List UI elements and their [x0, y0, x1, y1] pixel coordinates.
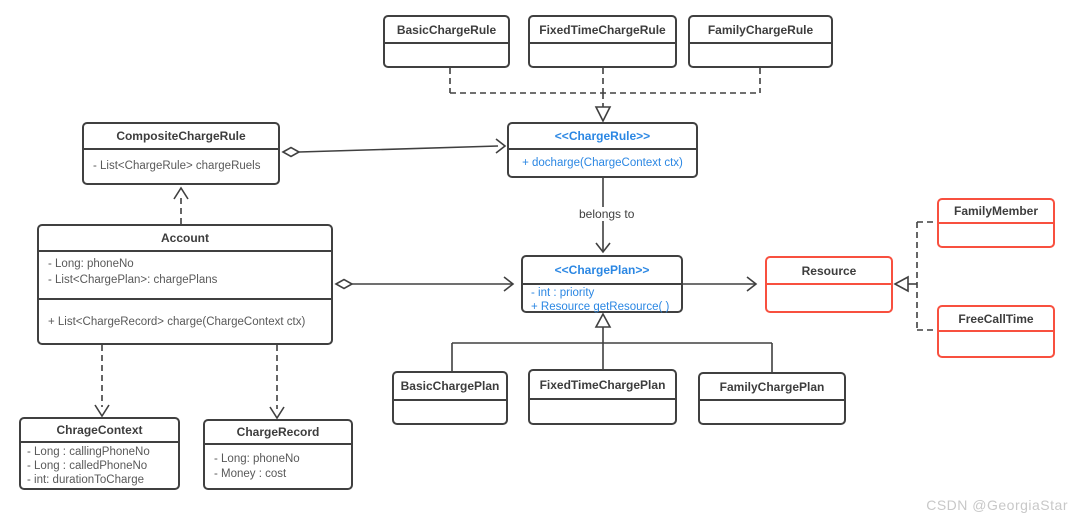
class-family-charge-plan: FamilyChargePlan — [698, 372, 846, 425]
class-title: FamilyMember — [939, 200, 1053, 224]
class-body: + docharge(ChargeContext ctx) — [509, 150, 696, 176]
aggregation-account-to-chargeplan — [334, 276, 515, 292]
class-basic-charge-rule: BasicChargeRule — [383, 15, 510, 68]
class-title: FreeCallTime — [939, 307, 1053, 332]
class-title: <<ChargeRule>> — [509, 124, 696, 150]
class-body-empty — [700, 401, 844, 423]
open-arrowhead-icon — [269, 406, 285, 420]
class-title: <<ChargePlan>> — [523, 257, 681, 285]
attribute-line: - Money : cost — [214, 467, 287, 480]
class-basic-charge-plan: BasicChargePlan — [392, 371, 508, 425]
dependency-account-to-chargerecord — [269, 345, 285, 420]
hollow-triangle-icon — [893, 275, 909, 293]
open-diamond-icon — [334, 278, 354, 290]
class-body-empty — [767, 285, 891, 311]
open-arrowhead-icon — [595, 242, 611, 254]
open-arrowhead-icon — [495, 138, 507, 154]
association-chargeplan-to-resource — [683, 276, 758, 292]
class-body-empty — [690, 44, 831, 66]
class-title: ChargeRecord — [205, 421, 351, 445]
attribute-line: - Long: phoneNo — [48, 258, 134, 270]
class-title: Account — [39, 226, 331, 252]
class-title: CompositeChargeRule — [84, 124, 278, 150]
aggregation-composite-to-chargerule — [281, 138, 507, 158]
method-line: + Resource getResource( ) — [531, 301, 670, 313]
class-fixed-time-charge-rule: FixedTimeChargeRule — [528, 15, 677, 68]
class-title: Resource — [767, 258, 891, 285]
class-family-charge-rule: FamilyChargeRule — [688, 15, 833, 68]
generalization-plans-to-chargeplan — [451, 312, 773, 372]
open-arrowhead-icon — [746, 276, 758, 292]
attribute-line: - int: durationToCharge — [27, 474, 144, 486]
hollow-triangle-icon — [594, 312, 612, 328]
attribute-line: - int : priority — [531, 287, 595, 299]
class-title: FamilyChargeRule — [690, 17, 831, 44]
open-arrowhead-icon — [94, 404, 110, 418]
method-line: + docharge(ChargeContext ctx) — [522, 157, 683, 169]
class-body-empty — [530, 44, 675, 66]
class-body: - Long : callingPhoneNo - Long : calledP… — [21, 443, 178, 489]
class-family-member: FamilyMember — [937, 198, 1055, 248]
class-title: BasicChargePlan — [394, 373, 506, 401]
open-arrowhead-icon — [173, 186, 189, 200]
class-title: BasicChargeRule — [385, 17, 508, 44]
open-arrowhead-icon — [503, 276, 515, 292]
attribute-line: - List<ChargeRule> chargeRuels — [93, 160, 261, 172]
class-body-empty — [385, 44, 508, 66]
realization-members-to-resource — [893, 221, 937, 331]
class-body: - Long: phoneNo - Money : cost — [205, 445, 351, 488]
dependency-account-to-composite — [173, 186, 189, 224]
class-resource: Resource — [765, 256, 893, 313]
open-diamond-icon — [281, 146, 301, 158]
class-chrage-context: ChrageContext - Long : callingPhoneNo - … — [19, 417, 180, 490]
class-attributes: - Long: phoneNo - List<ChargePlan>: char… — [39, 252, 331, 298]
class-account: Account - Long: phoneNo - List<ChargePla… — [37, 224, 333, 345]
class-charge-plan-interface: <<ChargePlan>> - int : priority + Resour… — [521, 255, 683, 313]
dependency-account-to-chragecontext — [94, 345, 110, 418]
class-body-empty — [530, 400, 675, 423]
hollow-triangle-icon — [594, 106, 612, 123]
class-composite-charge-rule: CompositeChargeRule - List<ChargeRule> c… — [82, 122, 280, 185]
class-methods: + List<ChargeRecord> charge(ChargeContex… — [39, 298, 331, 343]
attribute-line: - Long: phoneNo — [214, 452, 300, 465]
realization-rules-to-chargerule — [449, 68, 761, 123]
class-body: - List<ChargeRule> chargeRuels — [84, 150, 278, 183]
class-charge-rule-interface: <<ChargeRule>> + docharge(ChargeContext … — [507, 122, 698, 178]
class-body: - int : priority + Resource getResource(… — [523, 285, 681, 315]
method-line: + List<ChargeRecord> charge(ChargeContex… — [48, 315, 306, 328]
class-title: ChrageContext — [21, 419, 178, 443]
class-body-empty — [939, 332, 1053, 356]
class-body-empty — [939, 224, 1053, 246]
class-body-empty — [394, 401, 506, 423]
class-title: FixedTimeChargeRule — [530, 17, 675, 44]
class-free-call-time: FreeCallTime — [937, 305, 1055, 358]
class-charge-record: ChargeRecord - Long: phoneNo - Money : c… — [203, 419, 353, 490]
class-title: FixedTimeChargePlan — [530, 371, 675, 400]
class-title: FamilyChargePlan — [700, 374, 844, 401]
watermark: CSDN @GeorgiaStar — [926, 497, 1068, 513]
belongs-to-label: belongs to — [574, 207, 640, 221]
attribute-line: - Long : calledPhoneNo — [27, 460, 148, 472]
class-fixed-time-charge-plan: FixedTimeChargePlan — [528, 369, 677, 425]
attribute-line: - List<ChargePlan>: chargePlans — [48, 274, 218, 286]
attribute-line: - Long : callingPhoneNo — [27, 446, 150, 458]
